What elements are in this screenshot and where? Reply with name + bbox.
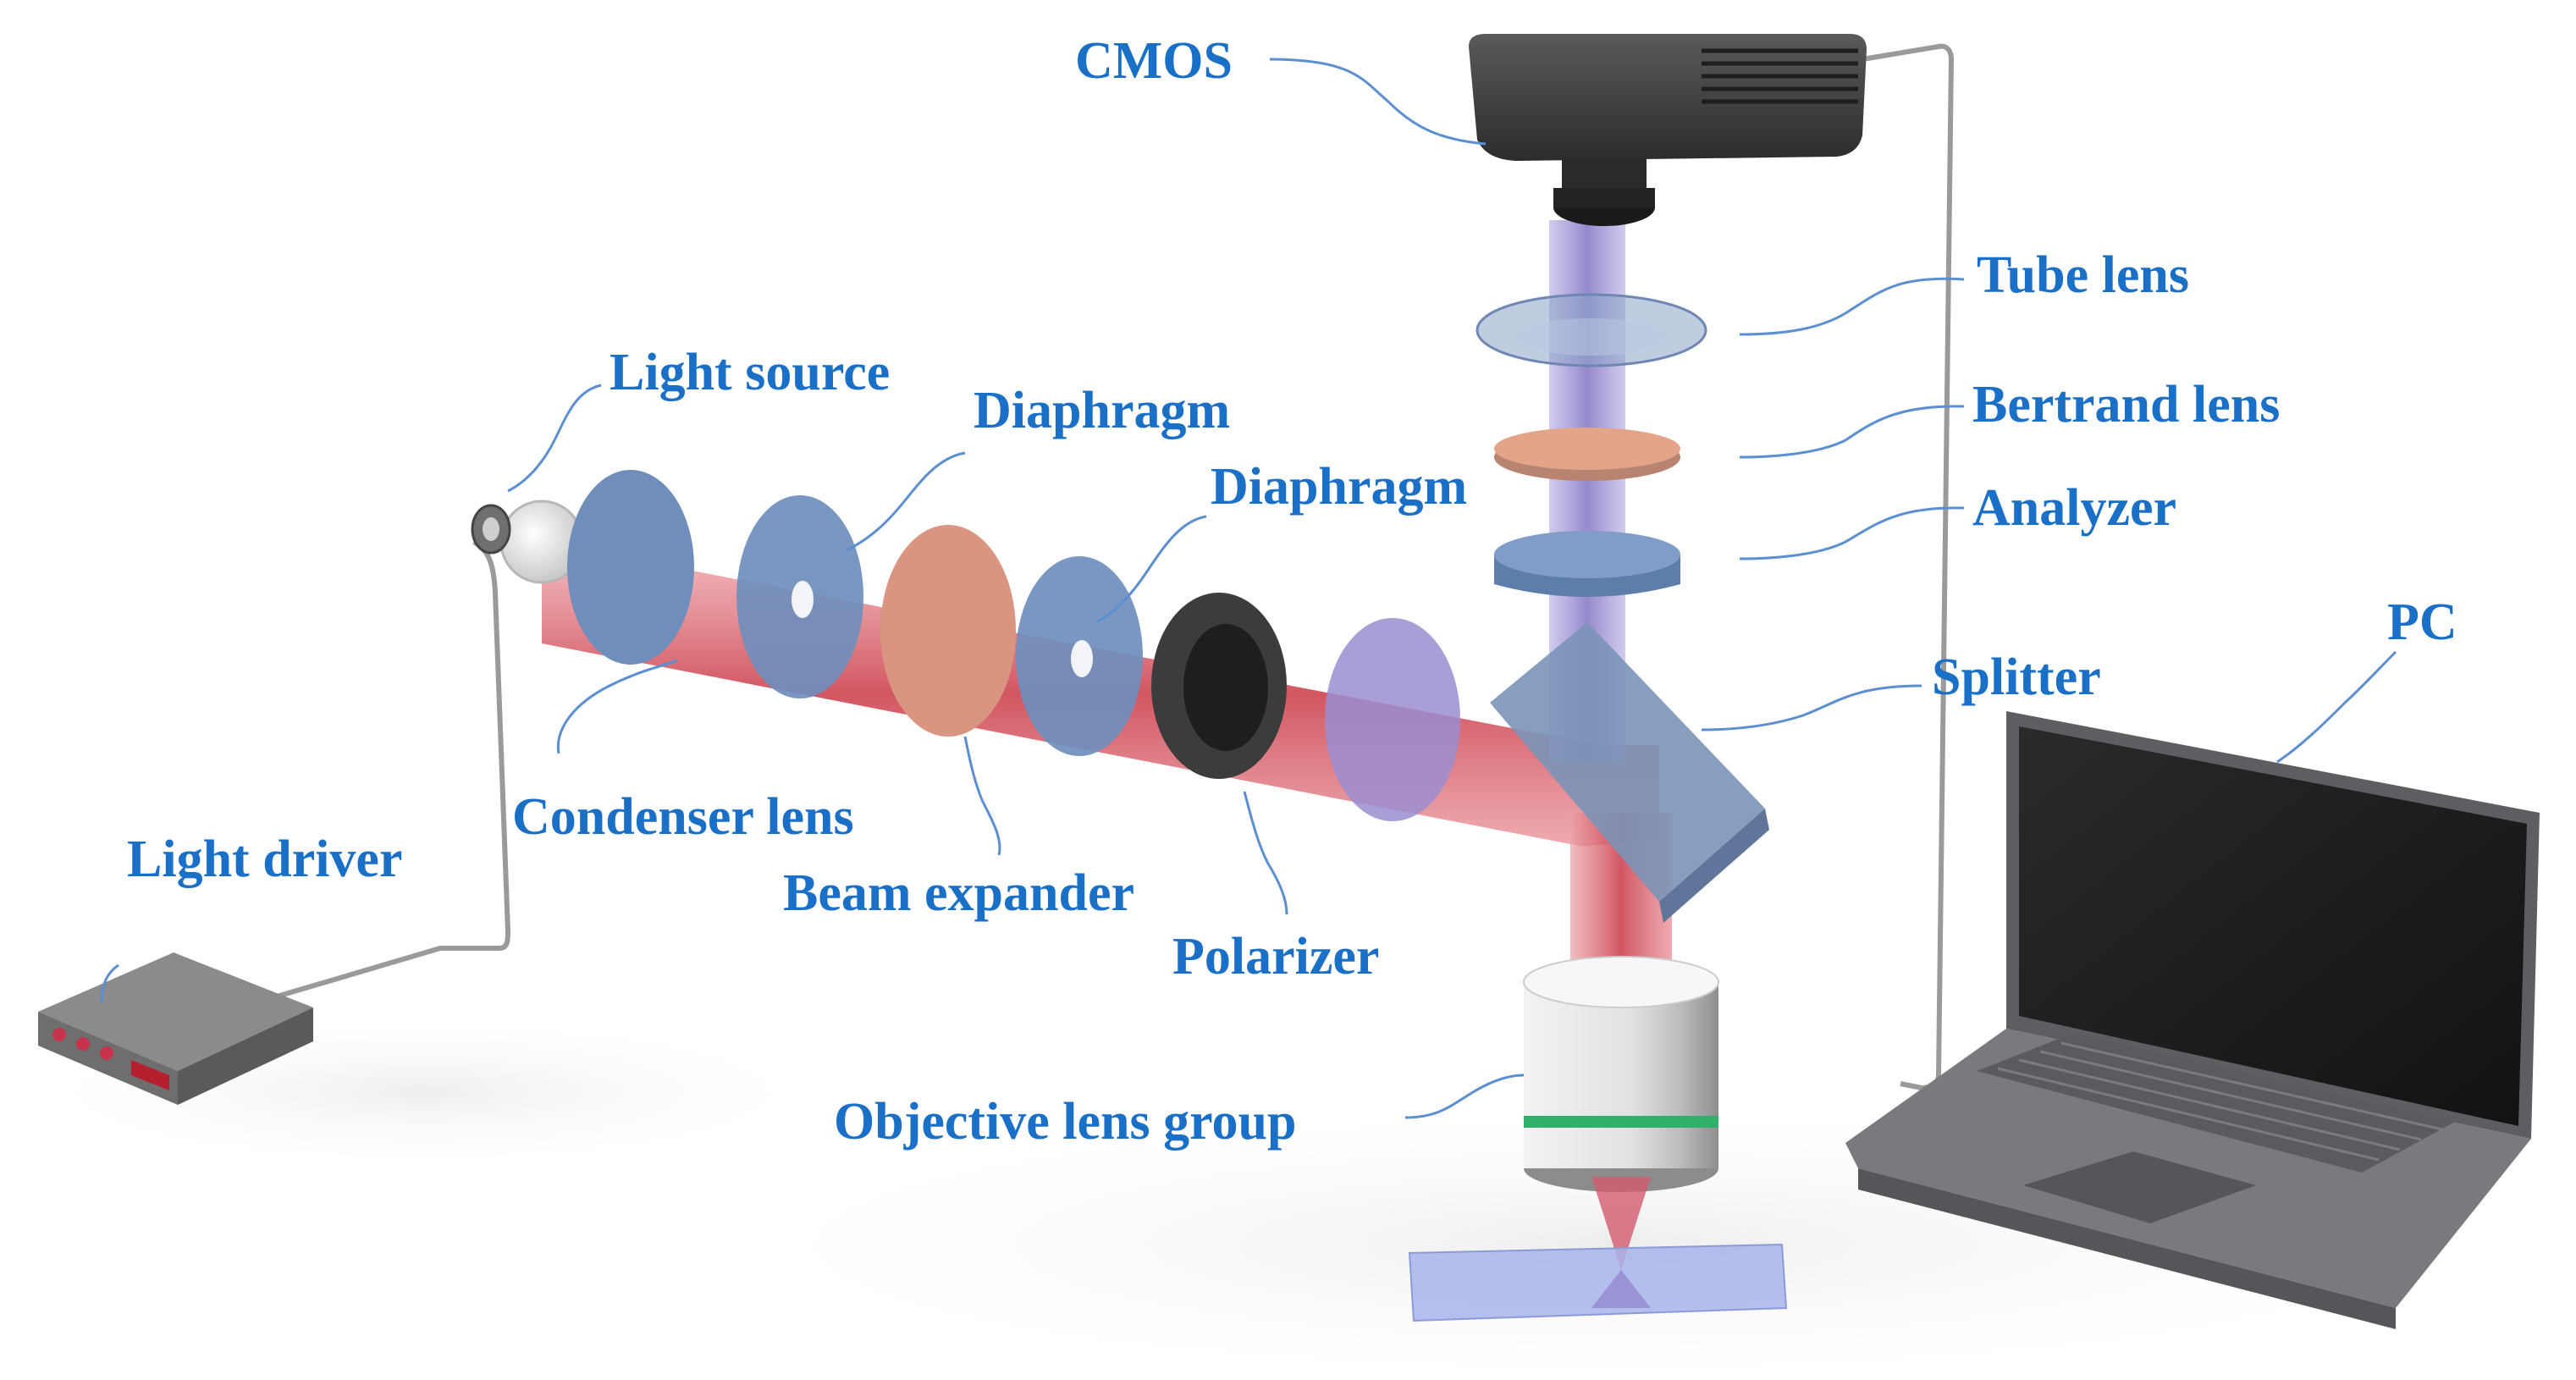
camera-cable <box>1862 43 1955 1091</box>
label-polarizer: Polarizer <box>1172 928 1379 985</box>
label-condenser-lens: Condenser lens <box>512 788 854 846</box>
objective-green-band <box>1524 1116 1718 1128</box>
label-diaphragm-2: Diaphragm <box>1211 458 1467 516</box>
label-bertrand-lens: Bertrand lens <box>1972 376 2280 433</box>
cmos-camera <box>1469 34 1867 226</box>
label-diaphragm-1: Diaphragm <box>974 382 1230 439</box>
label-light-driver: Light driver <box>127 831 402 888</box>
label-analyzer: Analyzer <box>1972 479 2176 537</box>
diaphragm-2 <box>1016 556 1143 756</box>
analyzer <box>1494 531 1680 597</box>
bertrand-lens <box>1494 428 1680 481</box>
driver-knob-2 <box>76 1037 90 1051</box>
light-cable <box>253 539 511 1006</box>
driver-knob-3 <box>100 1046 113 1060</box>
label-splitter: Splitter <box>1932 649 2101 706</box>
label-beam-expander: Beam expander <box>783 864 1134 922</box>
driver-display <box>131 1060 169 1090</box>
laptop-touchpad <box>2023 1151 2256 1223</box>
labels: CMOS Tube lens Bertrand lens Analyzer Sp… <box>127 32 2457 1151</box>
focus-cone <box>1591 1177 1651 1270</box>
label-pc: PC <box>2387 593 2457 651</box>
laptop-pc <box>1845 711 2540 1329</box>
laptop-keyboard <box>1977 1033 2455 1173</box>
tube-lens <box>1476 293 1707 367</box>
objective-lens-group <box>1523 956 1719 1270</box>
sample-slide <box>1408 1243 1788 1322</box>
label-tube-lens: Tube lens <box>1977 246 2189 304</box>
condenser-lens <box>567 470 694 665</box>
label-objective-lens-group: Objective lens group <box>834 1093 1297 1151</box>
diaphragm-1 <box>736 495 863 698</box>
light-driver <box>38 952 313 1105</box>
beam-expander <box>880 525 1016 737</box>
polarizer <box>1151 593 1287 779</box>
polarizer-lens <box>1325 618 1460 821</box>
label-cmos: CMOS <box>1075 32 1233 90</box>
light-source <box>471 500 584 584</box>
label-light-source: Light source <box>610 344 890 401</box>
splitter <box>1490 622 1769 923</box>
driver-knob-1 <box>52 1028 66 1041</box>
leader-lines <box>100 58 2397 1119</box>
